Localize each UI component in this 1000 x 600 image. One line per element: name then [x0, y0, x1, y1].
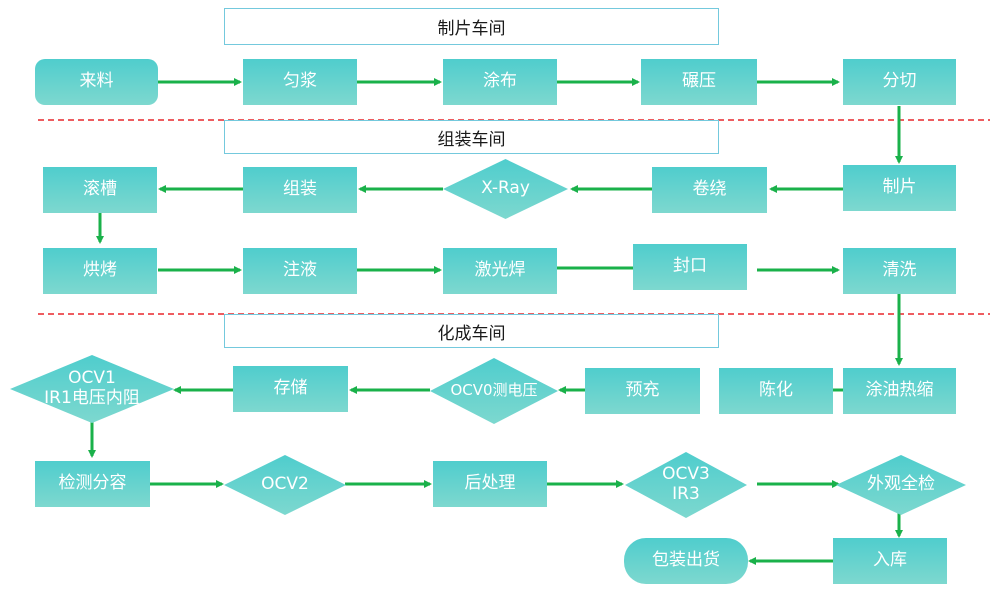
- node-ocv3-line2: IR3: [672, 484, 700, 504]
- node-guncao: 滚槽: [43, 167, 157, 213]
- node-chenhua: 陈化: [719, 368, 833, 414]
- section-title-huacheng: 化成车间: [224, 314, 719, 348]
- node-baozhuang: 包装出货: [624, 538, 748, 584]
- section-title-zuzhuang: 组装车间: [224, 120, 719, 154]
- node-cunchu: 存储: [233, 366, 348, 412]
- node-jiguanghan: 激光焊: [443, 248, 557, 294]
- node-houchuli: 后处理: [433, 461, 547, 507]
- node-tuyouresuo: 涂油热缩: [843, 368, 956, 414]
- node-qingxi: 清洗: [843, 248, 956, 294]
- node-hongkao: 烘烤: [43, 248, 157, 294]
- node-fengkou: 封口: [633, 244, 747, 290]
- node-ocv1-line2: IR1电压内阻: [44, 388, 140, 408]
- node-yuchong: 预充: [585, 368, 700, 414]
- node-fenqie: 分切: [843, 59, 956, 105]
- node-ruku: 入库: [833, 538, 947, 584]
- node-juanrao: 卷绕: [652, 167, 767, 213]
- node-yunjiang: 匀浆: [243, 59, 357, 105]
- node-zhipian: 制片: [843, 165, 956, 211]
- node-gunya: 碾压: [641, 59, 757, 105]
- node-ocv3-line1: OCV3: [662, 464, 710, 485]
- node-zuzhuang: 组装: [243, 167, 357, 213]
- node-tubu: 涂布: [443, 59, 557, 105]
- section-title-pian: 制片车间: [224, 8, 719, 45]
- node-jiance: 检测分容: [35, 461, 150, 507]
- node-zhuye: 注液: [243, 248, 357, 294]
- node-ocv1-line1: OCV1: [68, 368, 116, 389]
- node-lailiao: 来料: [35, 59, 158, 105]
